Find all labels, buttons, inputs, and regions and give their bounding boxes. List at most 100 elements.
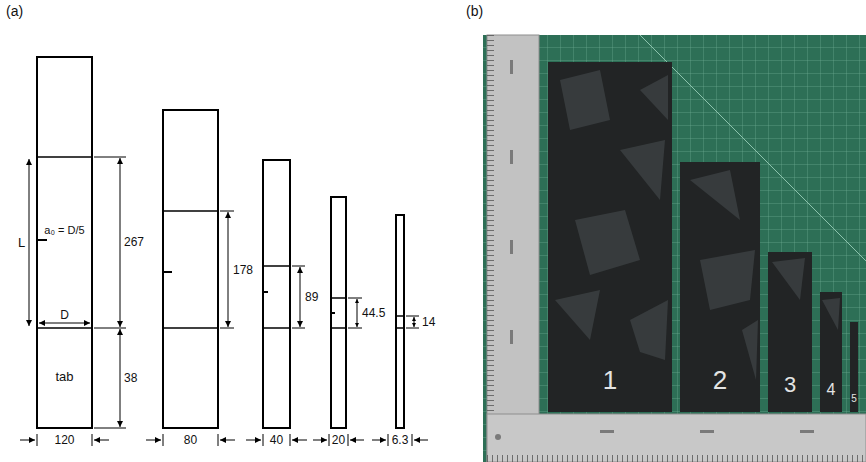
specimen-pieces — [548, 62, 858, 412]
dimension-arrow — [300, 267, 301, 327]
extension-line — [292, 328, 305, 329]
chip — [620, 140, 665, 200]
ruler-mark — [510, 240, 513, 254]
extension-line — [406, 328, 419, 329]
dimension-lines — [20, 157, 428, 446]
gauge-line — [163, 327, 218, 329]
width-value: 40 — [270, 434, 283, 446]
dimension-label: L — [18, 236, 25, 249]
ruler-hole — [495, 434, 501, 440]
specimen-piece — [768, 252, 812, 412]
extension-line — [348, 328, 362, 329]
specimen-box: a₀ = D/5Dtab — [36, 56, 93, 429]
width-tick — [348, 434, 349, 446]
width-tick — [263, 434, 264, 446]
dimension-arrow — [29, 159, 30, 326]
notch — [163, 271, 172, 273]
mat-grid — [483, 35, 866, 462]
width-tick — [163, 434, 164, 446]
width-arrow — [292, 440, 307, 441]
width-tick — [388, 434, 389, 446]
specimen-piece — [850, 322, 858, 412]
chip — [742, 320, 758, 380]
dimension-value: 44.5 — [362, 307, 385, 319]
extension-line — [94, 428, 126, 429]
dimension-arrow — [120, 158, 121, 327]
notch — [37, 239, 47, 241]
width-arrow — [146, 440, 161, 441]
width-arrow — [94, 440, 109, 441]
ruler-mark — [600, 430, 614, 433]
extension-line — [220, 328, 234, 329]
region-label: tab — [55, 370, 73, 383]
specimen-outline — [163, 110, 218, 428]
width-arrow — [246, 440, 261, 441]
notch — [263, 291, 268, 293]
extension-line — [406, 316, 419, 317]
specimen-number: 4 — [827, 382, 836, 398]
ruler-mark — [510, 150, 513, 164]
dimension-value: 267 — [124, 236, 144, 248]
width-tick — [290, 434, 291, 446]
extension-line — [94, 157, 126, 158]
ruler-mark — [700, 430, 714, 433]
ruler — [487, 35, 539, 462]
specimen-number: 3 — [784, 374, 796, 396]
specimen-outline — [263, 160, 290, 428]
specimen-number: 2 — [713, 367, 727, 393]
dimension-value: 38 — [124, 372, 137, 384]
dimension-label: D — [60, 309, 69, 321]
specimen-piece — [680, 162, 760, 412]
chip — [560, 70, 610, 130]
specimen-outline — [396, 215, 404, 428]
chip — [700, 250, 755, 310]
ruler — [487, 414, 866, 462]
chip — [555, 290, 600, 340]
dimension-arrow — [39, 323, 90, 324]
specimen-piece: 2 — [680, 162, 760, 412]
chip — [822, 298, 840, 330]
specimen-piece — [548, 62, 672, 412]
width-value: 6.3 — [392, 434, 409, 446]
dimension-arrow — [120, 329, 121, 427]
cutting-mat — [483, 35, 866, 462]
panel-label: (b) — [466, 4, 483, 18]
dimension-value: 178 — [233, 264, 253, 276]
extension-line — [94, 328, 126, 329]
ruler-ticks — [487, 35, 539, 462]
width-tick — [37, 434, 38, 446]
specimen-number: 5 — [851, 394, 857, 404]
specimen-piece: 5 — [850, 322, 858, 412]
gauge-line — [331, 297, 346, 299]
ruler-ticks — [487, 414, 866, 462]
gauge-line — [37, 156, 92, 158]
dimension-value: 89 — [305, 291, 318, 303]
width-tick — [329, 434, 330, 446]
panel-label: (a) — [6, 4, 23, 18]
ruler-mark — [510, 330, 513, 344]
dimension-arrow — [357, 299, 358, 327]
specimen-outline — [331, 197, 346, 428]
specimen-number: 1 — [603, 367, 617, 393]
specimen-piece — [820, 292, 842, 412]
specimen-piece: 1 — [548, 62, 672, 412]
gauge-line — [263, 327, 290, 329]
extension-line — [348, 298, 362, 299]
gauge-line — [163, 210, 218, 212]
gauge-line — [396, 315, 404, 317]
ruler-marks — [495, 60, 814, 440]
width-arrow — [220, 440, 235, 441]
chip — [690, 170, 740, 220]
dimension-arrow — [228, 212, 229, 327]
width-arrow — [414, 440, 428, 441]
specimen-piece: 4 — [820, 292, 842, 412]
chip — [575, 210, 640, 275]
gauge-line — [396, 327, 404, 329]
width-tick — [92, 434, 93, 446]
chip — [630, 300, 668, 360]
gauge-line — [37, 327, 92, 329]
extension-line — [220, 211, 234, 212]
gauge-line — [331, 327, 346, 329]
